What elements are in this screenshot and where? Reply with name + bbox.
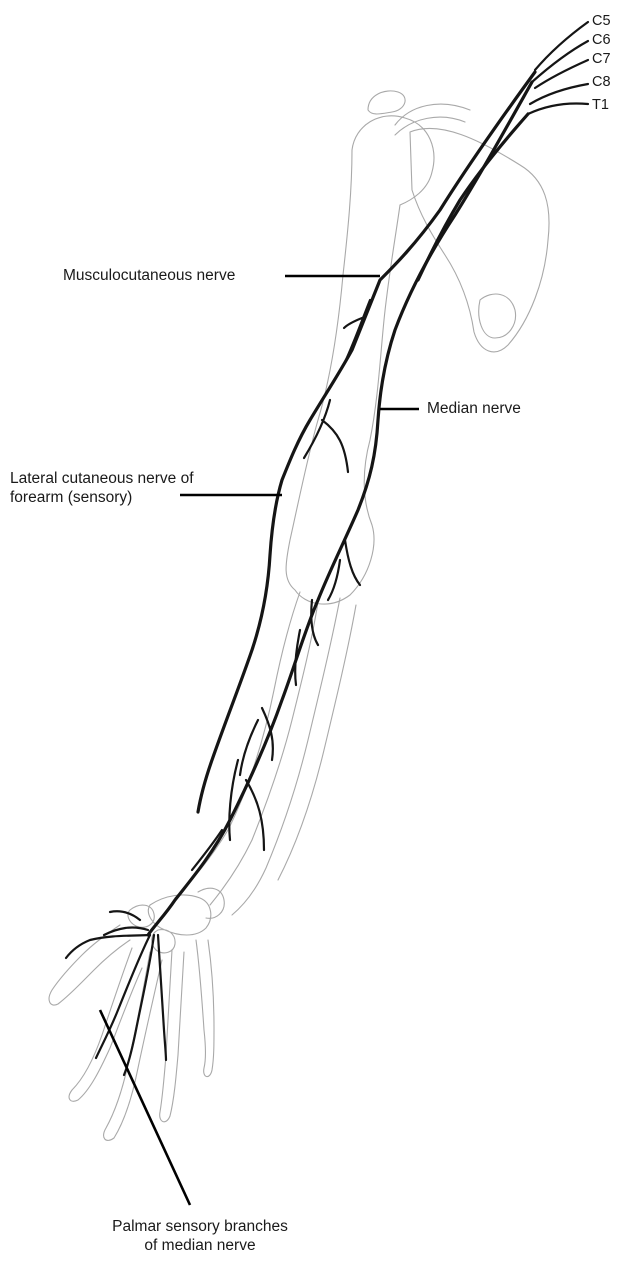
root-label-c8: C8 xyxy=(592,74,611,90)
lateral-cutaneous-nerve-label: Lateral cutaneous nerve of forearm (sens… xyxy=(10,469,194,507)
thenar-branch xyxy=(104,911,148,935)
palmar-leader xyxy=(100,1010,190,1205)
coracoid-outline xyxy=(368,91,405,114)
forearm-branch-4 xyxy=(229,760,264,850)
scapula-inner xyxy=(479,294,516,338)
forearm-branch-5 xyxy=(192,830,222,870)
forearm-branch-1 xyxy=(328,540,360,600)
little-finger-outline xyxy=(196,940,214,1077)
palmar-label-line-2: of median nerve xyxy=(90,1236,310,1255)
brachialis-branch xyxy=(304,400,348,472)
biceps-branch xyxy=(344,300,370,362)
palmar-label-line-1: Palmar sensory branches xyxy=(90,1217,310,1236)
clavicle-outline xyxy=(395,104,470,135)
root-label-c7: C7 xyxy=(592,51,611,67)
median-nerve xyxy=(148,82,532,935)
ulna-outline xyxy=(232,598,356,915)
musculocutaneous-nerve-label: Musculocutaneous nerve xyxy=(63,266,235,285)
thumb-digital-branch xyxy=(66,935,150,958)
root-label-c5: C5 xyxy=(592,13,611,29)
palmar-branches-label: Palmar sensory branches of median nerve xyxy=(90,1217,310,1255)
root-label-t1: T1 xyxy=(592,97,609,113)
lateral-cutaneous-label-line-1: Lateral cutaneous nerve of xyxy=(10,469,194,488)
forearm-branch-2 xyxy=(295,600,318,685)
root-t1-nerve xyxy=(528,103,588,114)
arm-skeleton xyxy=(49,91,549,1141)
ring-digital-branch xyxy=(158,935,166,1060)
root-c6-nerve xyxy=(532,41,588,82)
root-label-c6: C6 xyxy=(592,32,611,48)
musculocutaneous-nerve xyxy=(198,72,535,812)
root-c7-nerve xyxy=(535,60,588,88)
nerves xyxy=(66,22,588,1075)
leader-lines xyxy=(100,276,419,1205)
lateral-cutaneous-label-line-2: forearm (sensory) xyxy=(10,488,194,507)
root-c8-nerve xyxy=(530,84,588,104)
median-nerve-label: Median nerve xyxy=(427,399,521,418)
